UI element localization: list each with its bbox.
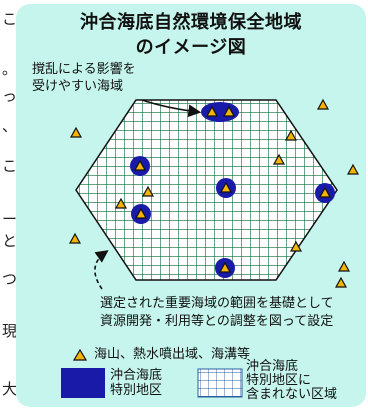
legend-grid-label: 沖合海底 特別地区に 含まれない区域 [246, 360, 337, 402]
side-text-char: 、 [2, 117, 18, 135]
legend-triangle-label: 海山、熱水噴出域、海溝等 [94, 347, 251, 362]
diagram-title-line2: のイメージ図 [135, 37, 247, 58]
triangle-marker-icon [205, 105, 219, 117]
triangle-marker-icon [68, 232, 82, 244]
triangle-marker-icon [114, 197, 128, 209]
triangle-marker-icon [69, 126, 83, 138]
legend-grid-label-line2: 特別地区に [246, 373, 312, 388]
triangle-marker-icon [284, 129, 298, 141]
side-text-char: つ [2, 270, 18, 288]
side-text-char: 現 [2, 322, 18, 340]
legend-triangle-icon [72, 348, 88, 361]
callout-bottom-arrow [94, 250, 109, 290]
triangle-marker-icon [289, 240, 303, 252]
side-text-char: こ [2, 157, 18, 175]
grid-area-hexagon [75, 99, 338, 281]
triangle-marker-icon [222, 105, 236, 117]
callout-top-line2: 受けやすい海域 [32, 79, 124, 94]
side-text-char: 。 [2, 60, 18, 78]
special-zone-ellipse [201, 102, 239, 122]
callout-top-arrow [141, 99, 202, 118]
triangle-marker-icon [346, 163, 360, 175]
triangle-marker-icon [134, 207, 148, 219]
side-text-char: っ [2, 87, 18, 105]
diagram-panel: 沖合海底自然環境保全地域 のイメージ図 撹乱による影響を 受けやすい海域 [16, 4, 366, 407]
side-text-char: と [2, 232, 18, 250]
triangle-marker-icon [218, 261, 232, 273]
legend-special-zone-label-line2: 特別地区 [110, 383, 163, 398]
diagram-svg [61, 98, 360, 398]
legend-grid-label-line3: 含まれない区域 [246, 387, 338, 402]
legend-grid-label-line1: 沖合海底 [246, 359, 299, 374]
triangle-marker-icon [316, 98, 330, 110]
legend-special-zone-swatch [61, 368, 105, 398]
triangle-marker-icon [337, 260, 351, 272]
callout-top-line1: 撹乱による影響を [32, 62, 136, 77]
triangle-marker-icon [272, 153, 286, 165]
triangle-marker-icon [219, 181, 233, 193]
triangle-marker-icon [334, 276, 348, 288]
triangle-marker-icon [318, 186, 332, 198]
diagram-title-line1: 沖合海底自然環境保全地域 [80, 12, 302, 33]
legend-grid-swatch [197, 368, 243, 398]
side-text-char: 大 [2, 380, 18, 398]
triangle-marker-icon [141, 185, 155, 197]
callout-bottom-line2: 資源開発・利用等との調整を図って設定 [100, 314, 334, 329]
side-text-char: ー [2, 210, 18, 228]
triangle-marker-icon [133, 159, 147, 171]
callout-bottom-line1: 選定された重要海域の範囲を基礎として [100, 296, 334, 311]
side-text-char: こ [2, 10, 18, 28]
legend-special-zone-label: 沖合海底 特別地区 [110, 368, 162, 398]
legend-special-zone-label-line1: 沖合海底 [110, 368, 163, 383]
